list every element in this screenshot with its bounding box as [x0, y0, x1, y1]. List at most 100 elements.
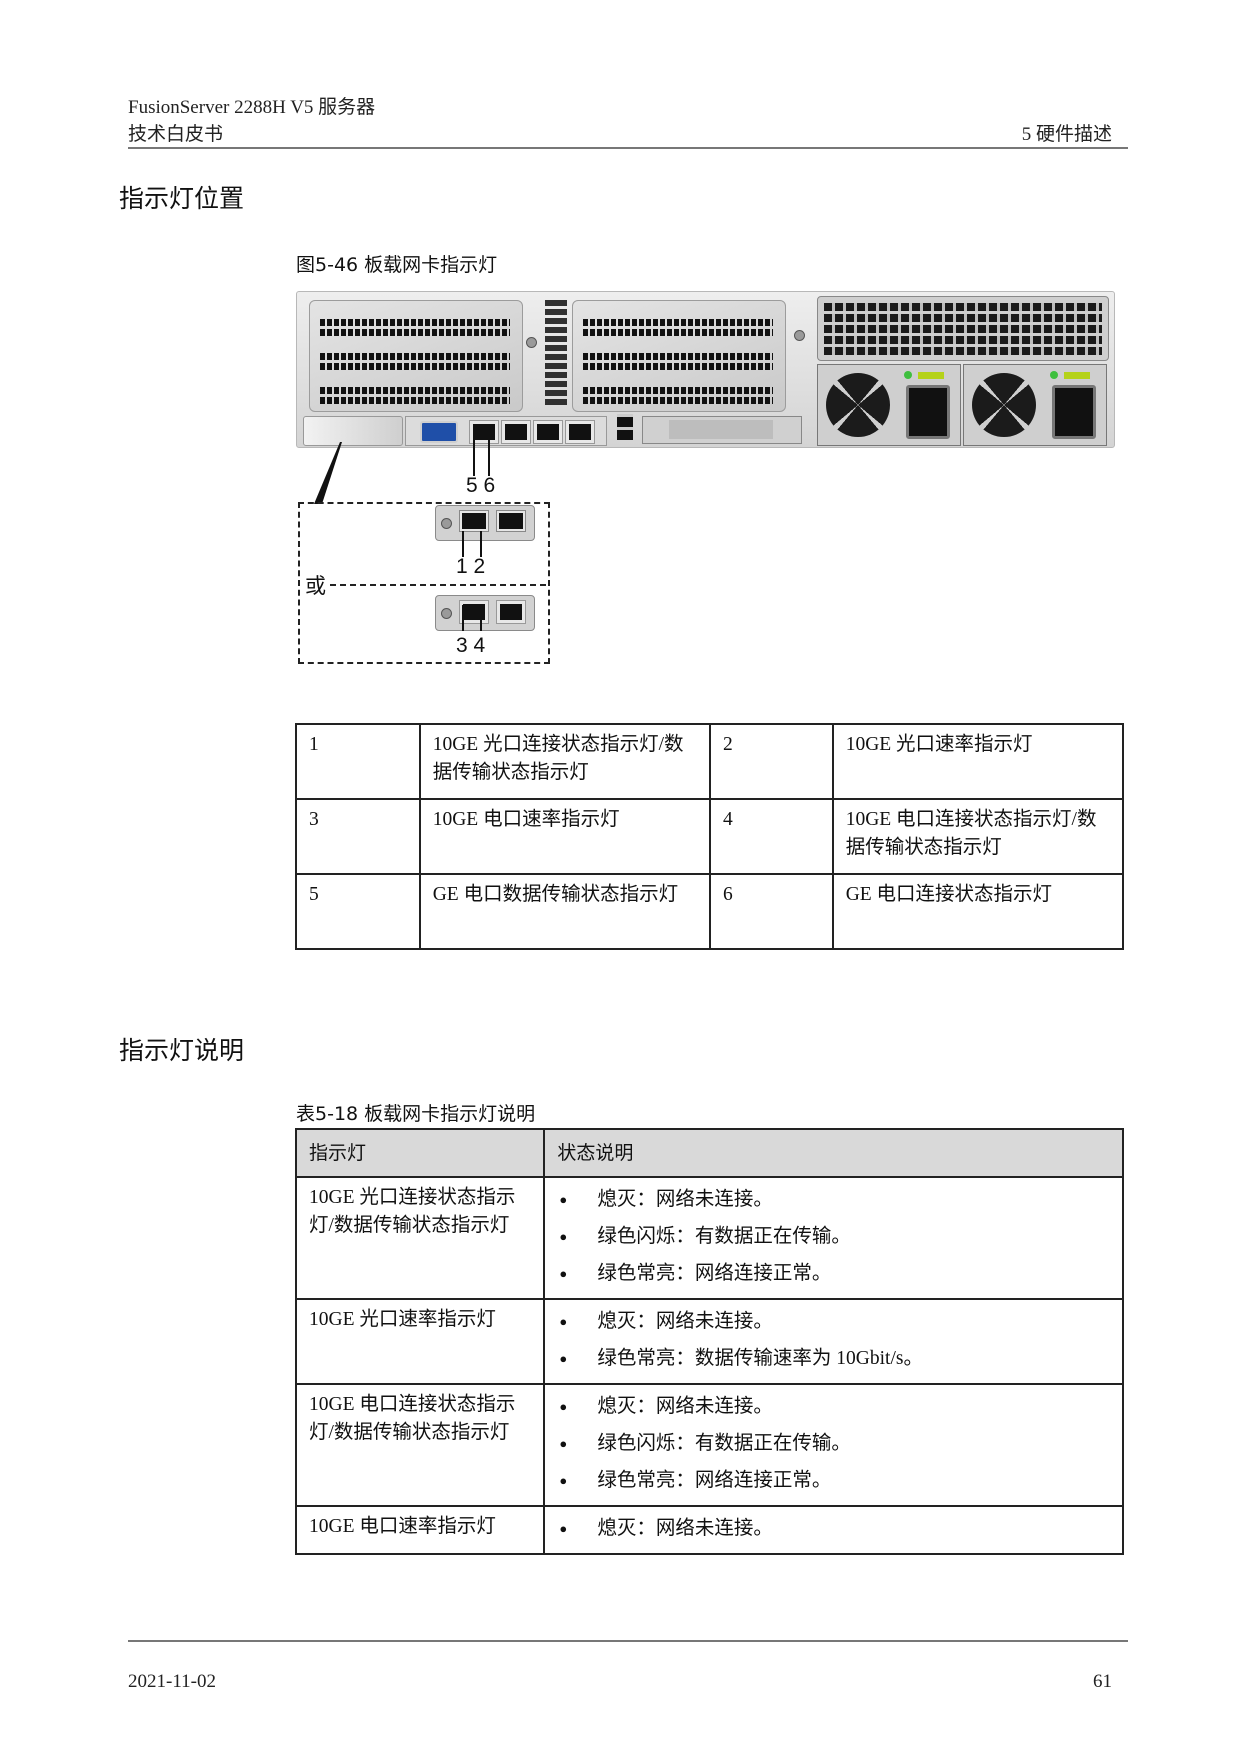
- footer-date: 2021-11-02: [128, 1671, 216, 1692]
- flexio-card-slot: [303, 416, 403, 446]
- legend-number: 6: [708, 873, 834, 950]
- nic-options-box: [298, 502, 550, 664]
- table-row: 10GE 光口速率指示灯 熄灭：网络未连接。 绿色常亮：数据传输速率为 10Gb…: [294, 1298, 1124, 1385]
- section-title-indicator-location: 指示灯位置: [119, 184, 245, 213]
- server-rear-chassis-icon: [296, 291, 1115, 448]
- legend-number: 4: [708, 798, 834, 875]
- screw-icon: [794, 330, 805, 341]
- table-header-row: 指示灯 状态说明: [294, 1128, 1124, 1178]
- power-socket-icon: [906, 385, 950, 439]
- or-label: 或: [305, 574, 326, 598]
- status-item: 熄灭：网络未连接。: [557, 1308, 1110, 1336]
- sfp-nic-card-icon: [435, 505, 535, 541]
- psu-fan-icon: [826, 373, 890, 437]
- callout-line-2: [480, 531, 482, 557]
- status-item: 熄灭：网络未连接。: [557, 1515, 1110, 1543]
- io-panel: [405, 416, 607, 446]
- ge-port-4-icon: [565, 420, 595, 444]
- sfp-port-1-icon: [459, 510, 489, 532]
- figure-legend-table: 1 10GE 光口连接状态指示灯/数据传输状态指示灯 2 10GE 光口速率指示…: [295, 723, 1125, 950]
- rj45-nic-card-icon: [435, 595, 535, 631]
- psu-fan-icon: [972, 373, 1036, 437]
- screw-icon: [441, 518, 452, 529]
- legend-description: 10GE 电口连接状态指示灯/数据传输状态指示灯: [831, 798, 1125, 875]
- indicator-name: 10GE 电口速率指示灯: [294, 1505, 546, 1555]
- callout-line-5: [473, 428, 475, 476]
- options-divider: [330, 584, 546, 586]
- callout-line-4: [480, 605, 482, 631]
- callout-label-5-6: 5 6: [466, 474, 496, 497]
- rj45-port-2-icon: [496, 600, 526, 624]
- table-caption: 表5-18 板载网卡指示灯说明: [296, 1103, 536, 1125]
- indicator-description-table: 指示灯 状态说明 10GE 光口连接状态指示灯/数据传输状态指示灯 熄灭：网络未…: [294, 1128, 1124, 1555]
- header-doc-type: 技术白皮书: [128, 124, 224, 145]
- table-row: 3 10GE 电口速率指示灯 4 10GE 电口连接状态指示灯/数据传输状态指示…: [295, 798, 1125, 875]
- psu-2: [963, 364, 1107, 446]
- status-list-cell: 熄灭：网络未连接。 绿色闪烁：有数据正在传输。 绿色常亮：网络连接正常。: [543, 1383, 1124, 1507]
- status-list: 熄灭：网络未连接。: [557, 1515, 1110, 1543]
- header-product: FusionServer 2288H V5 服务器: [128, 97, 376, 118]
- status-list: 熄灭：网络未连接。 绿色闪烁：有数据正在传输。 绿色常亮：网络连接正常。: [557, 1393, 1110, 1495]
- legend-number: 1: [295, 723, 421, 800]
- table-row: 10GE 电口连接状态指示灯/数据传输状态指示灯 熄灭：网络未连接。 绿色闪烁：…: [294, 1383, 1124, 1507]
- indicator-name: 10GE 电口连接状态指示灯/数据传输状态指示灯: [294, 1383, 546, 1507]
- column-header-indicator: 指示灯: [294, 1128, 546, 1178]
- status-item: 绿色常亮：数据传输速率为 10Gbit/s。: [557, 1345, 1110, 1373]
- status-item: 绿色闪烁：有数据正在传输。: [557, 1223, 1110, 1251]
- header-chapter: 5 硬件描述: [1021, 124, 1112, 145]
- psu-latch-icon: [1064, 372, 1090, 379]
- pcie-riser-bay-1: [309, 300, 523, 412]
- callout-label-1-2: 1 2: [456, 555, 486, 578]
- table-row: 10GE 电口速率指示灯 熄灭：网络未连接。: [294, 1505, 1124, 1555]
- callout-line-3: [462, 605, 464, 631]
- psu-1: [817, 364, 961, 446]
- pcie-slot-blank: [642, 416, 802, 444]
- rear-drive-vent-grid: [817, 296, 1109, 361]
- status-item: 熄灭：网络未连接。: [557, 1393, 1110, 1421]
- callout-label-3-4: 3 4: [456, 634, 486, 657]
- ge-port-3-icon: [533, 420, 563, 444]
- indicator-name: 10GE 光口连接状态指示灯/数据传输状态指示灯: [294, 1176, 546, 1300]
- legend-description: GE 电口连接状态指示灯: [831, 873, 1125, 950]
- section-title-indicator-description: 指示灯说明: [119, 1036, 245, 1065]
- table-row: 5 GE 电口数据传输状态指示灯 6 GE 电口连接状态指示灯: [295, 873, 1125, 950]
- header-rule: [128, 147, 1128, 149]
- status-item: 绿色常亮：网络连接正常。: [557, 1260, 1110, 1288]
- legend-number: 5: [295, 873, 421, 950]
- footer-page-number: 61: [1093, 1671, 1112, 1692]
- indicator-name: 10GE 光口速率指示灯: [294, 1298, 546, 1385]
- pcie-riser-bay-2: [572, 300, 786, 412]
- vga-port-icon: [420, 421, 458, 443]
- ge-port-1-icon: [469, 420, 499, 444]
- status-list: 熄灭：网络未连接。 绿色闪烁：有数据正在传输。 绿色常亮：网络连接正常。: [557, 1186, 1110, 1288]
- sfp-port-2-icon: [496, 510, 526, 532]
- screw-icon: [441, 608, 452, 619]
- status-list: 熄灭：网络未连接。 绿色常亮：数据传输速率为 10Gbit/s。: [557, 1308, 1110, 1373]
- status-item: 熄灭：网络未连接。: [557, 1186, 1110, 1214]
- figure-caption: 图5-46 板载网卡指示灯: [296, 254, 498, 276]
- legend-description: 10GE 光口连接状态指示灯/数据传输状态指示灯: [418, 723, 711, 800]
- screw-icon: [526, 337, 537, 348]
- legend-number: 3: [295, 798, 421, 875]
- callout-line-1: [462, 531, 464, 557]
- callout-line-6: [488, 428, 490, 476]
- psu-led-icon: [1050, 371, 1058, 379]
- psu-latch-icon: [918, 372, 944, 379]
- legend-number: 2: [708, 723, 834, 800]
- status-item: 绿色常亮：网络连接正常。: [557, 1467, 1110, 1495]
- callout-pointer-icon: [314, 442, 342, 504]
- psu-led-icon: [904, 371, 912, 379]
- usb-ports-icon: [617, 414, 633, 440]
- power-socket-icon: [1052, 385, 1096, 439]
- status-item: 绿色闪烁：有数据正在传输。: [557, 1430, 1110, 1458]
- legend-description: 10GE 光口速率指示灯: [831, 723, 1125, 800]
- rj45-port-1-icon: [459, 600, 489, 624]
- status-list-cell: 熄灭：网络未连接。 绿色闪烁：有数据正在传输。 绿色常亮：网络连接正常。: [543, 1176, 1124, 1300]
- status-list-cell: 熄灭：网络未连接。 绿色常亮：数据传输速率为 10Gbit/s。: [543, 1298, 1124, 1385]
- ge-port-2-icon: [501, 420, 531, 444]
- status-list-cell: 熄灭：网络未连接。: [543, 1505, 1124, 1555]
- legend-description: GE 电口数据传输状态指示灯: [418, 873, 711, 950]
- footer-rule: [128, 1640, 1128, 1642]
- table-row: 1 10GE 光口连接状态指示灯/数据传输状态指示灯 2 10GE 光口速率指示…: [295, 723, 1125, 800]
- column-header-status: 状态说明: [543, 1128, 1124, 1178]
